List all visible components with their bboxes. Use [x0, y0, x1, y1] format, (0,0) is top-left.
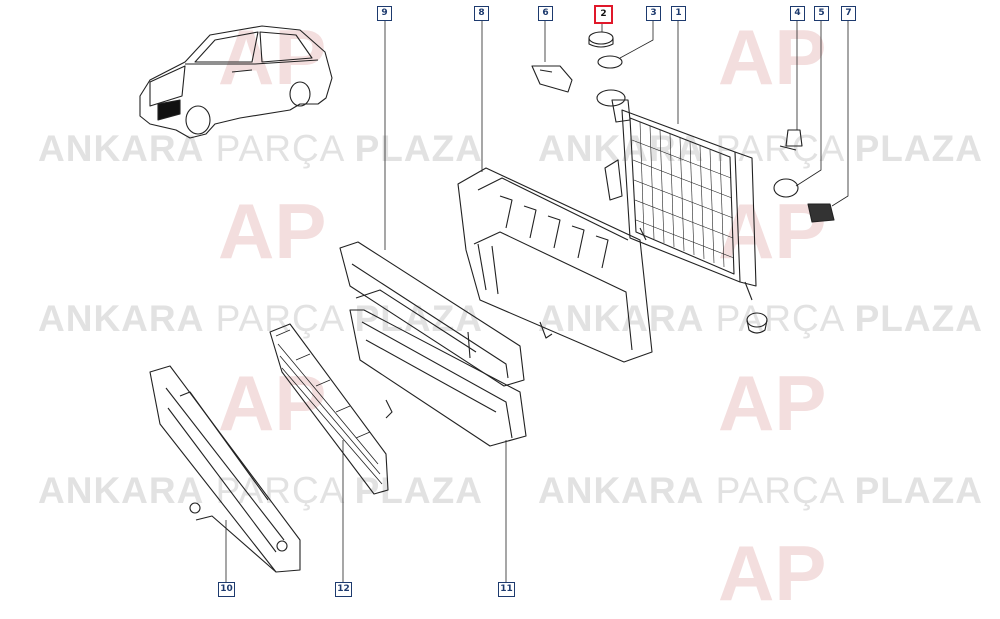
- mounting-frame: [149, 365, 301, 573]
- car-illustration: [139, 25, 333, 139]
- watermark-logo: AP: [718, 13, 827, 101]
- radiator: [596, 89, 757, 301]
- part-bracket: [531, 65, 573, 93]
- callout-3[interactable]: 3: [646, 6, 661, 21]
- part-seal: [597, 55, 623, 69]
- part-bottom-plug: [746, 312, 768, 334]
- part-drain-plug: [779, 129, 803, 151]
- part-clip: [807, 203, 835, 223]
- callout-11[interactable]: 11: [498, 582, 515, 597]
- part-sensor: [773, 178, 799, 198]
- grille-frame: [339, 241, 527, 447]
- callout-10[interactable]: 10: [218, 582, 235, 597]
- watermark-logo: AP: [218, 359, 327, 447]
- watermark-text: ANKARA PARÇA PLAZA: [538, 470, 983, 511]
- watermark-text: ANKARA PARÇA PLAZA: [538, 128, 983, 169]
- condenser: [269, 323, 393, 495]
- watermark-text: ANKARA PARÇA PLAZA: [38, 298, 483, 339]
- callout-4[interactable]: 4: [790, 6, 805, 21]
- callout-5[interactable]: 5: [814, 6, 829, 21]
- watermark-logo: AP: [218, 187, 327, 275]
- callout-12[interactable]: 12: [335, 582, 352, 597]
- part-cap: [588, 31, 614, 48]
- watermark-logo: AP: [718, 359, 827, 447]
- callout-8[interactable]: 8: [474, 6, 489, 21]
- watermark-logo: AP: [718, 187, 827, 275]
- callout-9[interactable]: 9: [377, 6, 392, 21]
- callout-2[interactable]: 2: [594, 5, 613, 24]
- leader-lines: [225, 20, 849, 583]
- watermark-text: ANKARA PARÇA PLAZA: [38, 470, 483, 511]
- fan-shroud: [457, 167, 653, 363]
- callout-6[interactable]: 6: [538, 6, 553, 21]
- watermark-text: ANKARA PARÇA PLAZA: [38, 128, 483, 169]
- callout-1[interactable]: 1: [671, 6, 686, 21]
- exploded-diagram: [139, 20, 849, 583]
- watermark-text: ANKARA PARÇA PLAZA: [538, 298, 983, 339]
- callout-7[interactable]: 7: [841, 6, 856, 21]
